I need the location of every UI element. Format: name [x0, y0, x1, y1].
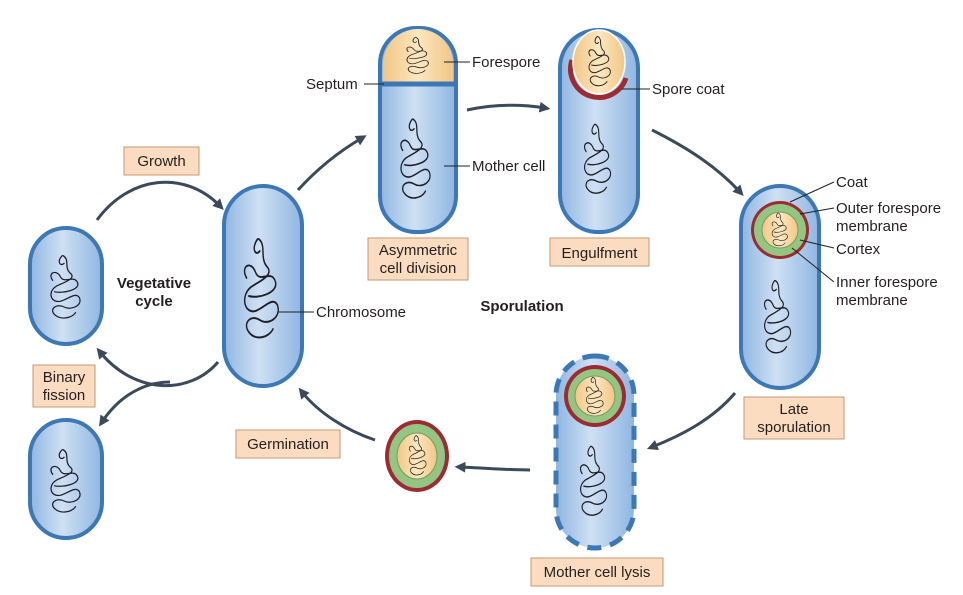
germination-label: Germination [247, 436, 329, 453]
engulfment-label-box: Engulfment [549, 237, 650, 267]
spore-coat-label: Spore coat [652, 81, 725, 98]
arrow-to-free-spore [454, 461, 531, 473]
arrow-growth [95, 180, 224, 221]
late-sporulation-label-box: Late sporulation [743, 396, 845, 440]
growth-label: Growth [137, 153, 185, 170]
inner-membrane-label-line2: membrane [836, 292, 908, 309]
mother-cell-lysis-label-box: Mother cell lysis [530, 557, 664, 587]
mother-cell-lysis-cell [553, 353, 637, 551]
asymmetric-label-line1: Asymmetric [379, 242, 458, 259]
outer-membrane-label-line2: membrane [836, 218, 908, 235]
vegetative-cell-large [222, 184, 304, 388]
germination-label-box: Germination [235, 429, 341, 459]
vegetative-cycle-label-line2: cycle [135, 293, 173, 310]
mother-cell-label: Mother cell [472, 158, 545, 175]
inner-membrane-label-line1: Inner forespore [836, 274, 938, 291]
cortex-label: Cortex [836, 241, 881, 258]
asymmetric-label-line2: cell division [380, 260, 457, 277]
arrow-germination [298, 387, 376, 442]
mother-cell-lysis-label: Mother cell lysis [544, 564, 651, 581]
late-sporulation-label-line1: Late [779, 401, 808, 418]
arrow-to-engulfment [466, 101, 551, 113]
coat-leader [789, 181, 835, 203]
vegetative-cell-small-top [28, 226, 104, 346]
arrow-fission-down [99, 380, 171, 427]
binary-fission-label-box: Binary fission [32, 364, 96, 408]
chromosome-label: Chromosome [316, 304, 406, 321]
arrow-to-asymmetric [296, 135, 367, 192]
coat-label: Coat [836, 174, 869, 191]
arrow-fission-up [96, 347, 220, 388]
sporulation-label: Sporulation [480, 298, 563, 315]
late-sporulation-label-line2: sporulation [757, 419, 830, 436]
septum-label: Septum [306, 76, 358, 93]
forespore-label: Forespore [472, 54, 540, 71]
asymmetric-division-cell [378, 26, 458, 234]
binary-fission-label-line1: Binary [43, 369, 86, 386]
outer-membrane-leader [799, 207, 835, 215]
outer-membrane-label-line1: Outer forespore [836, 200, 941, 217]
inner-membrane-leader [791, 247, 835, 283]
free-spore [385, 420, 449, 492]
late-sporulation-cell [739, 184, 821, 390]
vegetative-cell-small-bottom [28, 418, 104, 540]
engulfment-cell [558, 28, 640, 234]
asymmetric-division-label-box: Asymmetric cell division [367, 237, 469, 281]
cortex-leader [799, 239, 835, 249]
arrow-to-late-sporulation [651, 128, 744, 196]
vegetative-cycle-label-line1: Vegetative [117, 275, 191, 292]
binary-fission-label-line2: fission [43, 387, 86, 404]
arrow-to-lysis [646, 392, 737, 451]
engulfment-label: Engulfment [562, 245, 639, 262]
growth-label-box: Growth [123, 146, 200, 176]
